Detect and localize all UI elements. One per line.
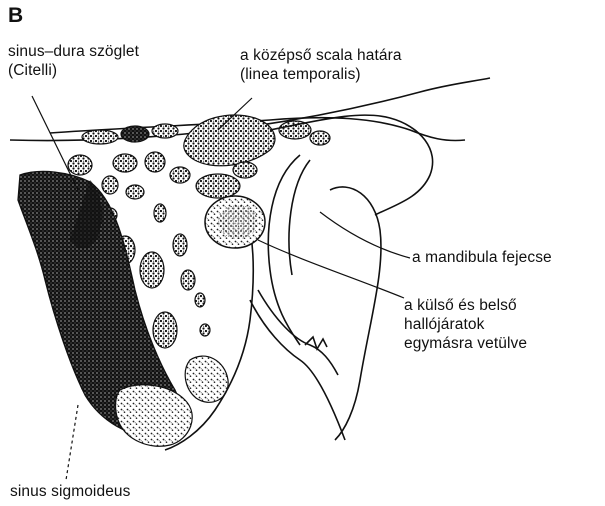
label-auditory-line2: hallójáratok — [404, 315, 527, 334]
label-sinus-dura-line1: sinus–dura szöglet — [8, 42, 139, 61]
leader-mandible — [320, 212, 410, 258]
label-middle-fossa-border: a középső scala határa (linea temporalis… — [240, 46, 402, 84]
leader-sigmoid — [66, 405, 78, 480]
label-sigmoid-sinus: sinus sigmoideus — [10, 482, 131, 501]
label-auditory-canals: a külső és belső hallójáratok egymásra v… — [404, 296, 527, 353]
label-sinus-dura-angle: sinus–dura szöglet (Citelli) — [8, 42, 139, 80]
panel-letter: B — [8, 4, 23, 28]
label-auditory-line1: a külső és belső — [404, 296, 527, 315]
label-auditory-line3: egymásra vetülve — [404, 334, 527, 353]
label-middle-fossa-line2: (linea temporalis) — [240, 65, 402, 84]
auditory-canals — [205, 196, 265, 248]
label-middle-fossa-line1: a középső scala határa — [240, 46, 402, 65]
label-sinus-dura-line2: (Citelli) — [8, 61, 139, 80]
label-mandible-head: a mandibula fejecse — [412, 248, 552, 267]
